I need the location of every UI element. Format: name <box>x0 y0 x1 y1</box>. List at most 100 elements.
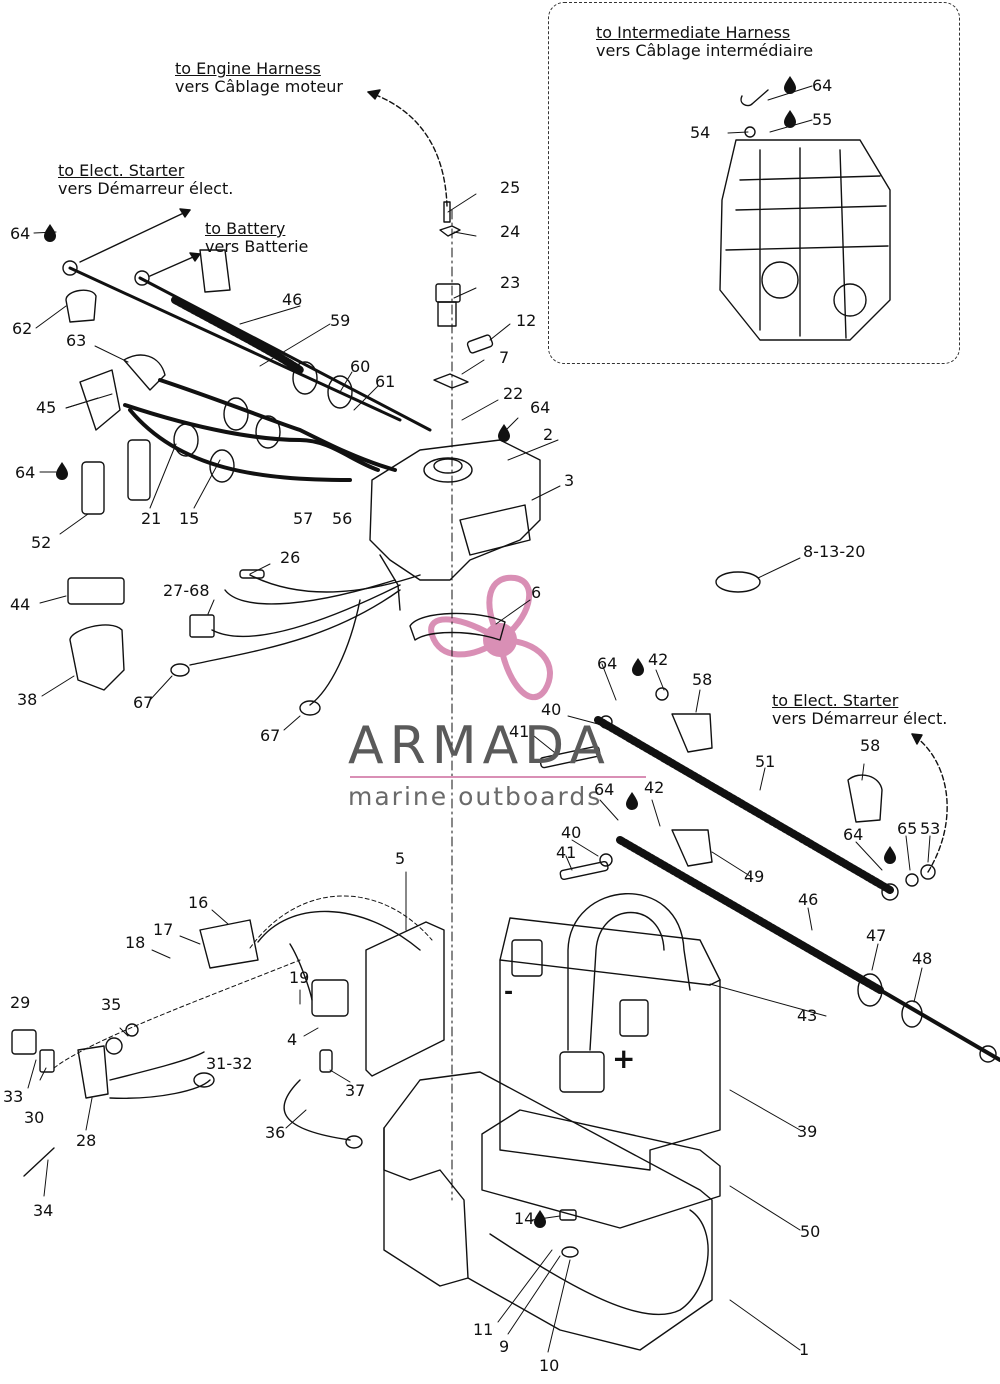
part-label: 50 <box>800 1222 821 1241</box>
part-label: 55 <box>812 110 833 129</box>
battery-positive-symbol: + <box>612 1042 636 1075</box>
part-label: 36 <box>265 1123 286 1142</box>
engine-harness-en: to Engine Harness <box>175 59 321 78</box>
part-label: 35 <box>101 995 122 1014</box>
part-label: 42 <box>644 778 665 797</box>
part-label: 21 <box>141 509 162 528</box>
elect-starter-top-en: to Elect. Starter <box>58 161 185 180</box>
part-label: 52 <box>31 533 52 552</box>
part-label: 25 <box>500 178 521 197</box>
engine-harness-destination: to Engine Harness vers Câblage moteur <box>175 60 343 96</box>
intermediate-harness-inset <box>548 2 960 364</box>
part-label: 64 <box>10 224 31 243</box>
part-label: 22 <box>503 384 524 403</box>
starter-cables-lower <box>539 687 1000 1063</box>
part-label: 28 <box>76 1131 97 1150</box>
battery-box <box>383 1071 713 1351</box>
part-label: 64 <box>530 398 551 417</box>
engine-harness-arrowhead <box>367 89 381 100</box>
battery-tray <box>481 1109 721 1229</box>
part-label: 10 <box>539 1356 560 1375</box>
intermediate-harness-fr: vers Câblage intermédiaire <box>596 41 814 60</box>
battery-negative-symbol: - <box>504 980 514 1005</box>
watermark-divider <box>350 776 646 778</box>
part-label: 64 <box>843 825 864 844</box>
part-label: 64 <box>597 654 618 673</box>
ignition-box <box>369 439 541 611</box>
elect-starter-top-arrowhead <box>179 208 191 218</box>
battery-destination: to Battery vers Batterie <box>205 220 308 256</box>
part-label: 23 <box>500 273 521 292</box>
part-label: 58 <box>692 670 713 689</box>
part-label: 67 <box>260 726 281 745</box>
ground-wires <box>170 569 421 716</box>
part-label: 19 <box>289 968 310 987</box>
tie-wrap <box>715 571 761 593</box>
engine-harness-route <box>367 91 448 207</box>
part-label: 1 <box>799 1340 810 1359</box>
part-label: 12 <box>516 311 537 330</box>
part-label: 37 <box>345 1081 366 1100</box>
engine-harness-fr: vers Câblage moteur <box>175 77 343 96</box>
part-label: 60 <box>350 357 371 376</box>
part-label: 61 <box>375 372 396 391</box>
part-label: 64 <box>812 76 833 95</box>
battery <box>499 893 721 1171</box>
part-label: 47 <box>866 926 887 945</box>
part-label: 45 <box>36 398 57 417</box>
part-label: 49 <box>744 867 765 886</box>
engine-sketch <box>719 89 891 341</box>
elect-starter-right-arrow <box>911 733 948 873</box>
battery-arrowhead <box>189 252 201 262</box>
battery-arrow <box>149 253 201 277</box>
lower-left-dashed-leaders <box>53 895 433 1069</box>
part-label: 64 <box>594 780 615 799</box>
part-label: 46 <box>282 290 303 309</box>
part-label: 39 <box>797 1122 818 1141</box>
part-label: 51 <box>755 752 776 771</box>
battery-fr: vers Batterie <box>205 237 309 256</box>
part-label: 43 <box>797 1006 818 1025</box>
part-label: 34 <box>33 1201 54 1220</box>
part-label: 44 <box>10 595 31 614</box>
part-label: 29 <box>10 993 31 1012</box>
part-label: 54 <box>690 123 711 142</box>
spark-plug-leads <box>123 378 397 482</box>
part-label: 11 <box>473 1320 494 1339</box>
part-label: 15 <box>179 509 200 528</box>
part-label: 5 <box>395 849 406 868</box>
part-label: 46 <box>798 890 819 909</box>
leader-lines <box>27 85 931 1353</box>
part-label: 17 <box>153 920 174 939</box>
part-label: 42 <box>648 650 669 669</box>
cable-support <box>67 577 125 691</box>
elect-starter-top-arrow <box>79 209 191 263</box>
part-label: 18 <box>125 933 146 952</box>
part-label: 48 <box>912 949 933 968</box>
part-label: 3 <box>564 471 575 490</box>
elect-starter-right-fr: vers Démarreur élect. <box>772 709 948 728</box>
connector-stack <box>433 201 494 389</box>
part-label: 26 <box>280 548 301 567</box>
elect-starter-top-destination: to Elect. Starter vers Démarreur élect. <box>58 162 233 198</box>
fuse-holder-parts <box>11 1023 363 1177</box>
intermediate-harness-en: to Intermediate Harness <box>596 23 791 42</box>
watermark-name: ARMADA <box>348 716 611 776</box>
part-label: 64 <box>15 463 36 482</box>
part-label: 33 <box>3 1087 24 1106</box>
part-label: 38 <box>17 690 38 709</box>
grommet <box>409 612 506 641</box>
part-label: 8-13-20 <box>803 542 866 561</box>
part-label: 16 <box>188 893 209 912</box>
part-label: 27-68 <box>163 581 210 600</box>
part-label: 24 <box>500 222 521 241</box>
watermark-subtitle: marine outboards <box>348 782 603 811</box>
part-label: 30 <box>24 1108 45 1127</box>
part-label: 6 <box>531 583 542 602</box>
starter-cables-upper <box>62 249 432 483</box>
part-label: 67 <box>133 693 154 712</box>
battery-en: to Battery <box>205 219 286 238</box>
part-label: 62 <box>12 319 33 338</box>
